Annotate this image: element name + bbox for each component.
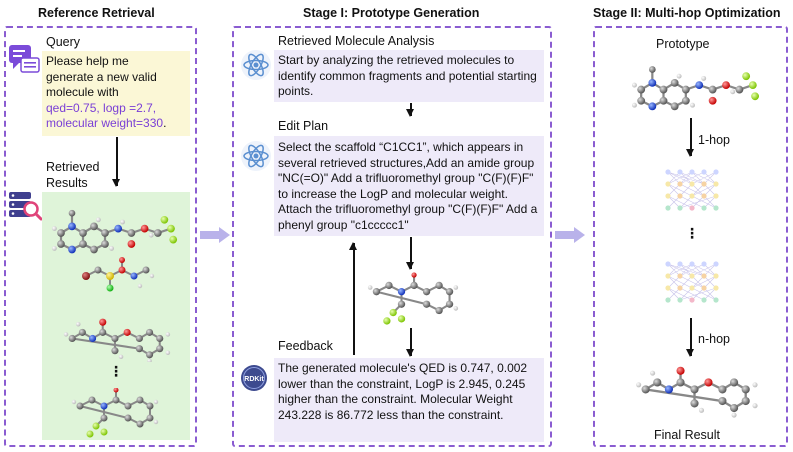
hop1-arrow [687,118,693,157]
query-line-3: molecule with [46,85,119,99]
stage1-title: Stage I: Prototype Generation [303,6,480,20]
retrieved-molecule-4 [70,388,160,438]
flow-arrow-1 [200,227,230,243]
chat-form-icon [9,45,40,73]
query-label: Query [46,35,81,49]
retrieved-molecule-3 [62,316,174,362]
analysis-text: Start by analyzing the retrieved molecul… [278,53,537,98]
rdkit-badge-icon: RDKit [241,365,267,391]
prototype-label: Prototype [656,37,710,51]
feedback-label: Feedback [278,339,333,353]
stage2-panel [593,26,788,447]
final-result-label: Final Result [654,428,720,442]
query-constraint-1: qed=0.75, logp =2.7, [46,100,157,115]
hop-more-dots: ⋮ [685,225,699,241]
query-line-2: generate a new valid [46,69,157,84]
network-graph-2 [662,258,722,308]
hopn-arrow [687,318,693,357]
query-line-1: Please help me [46,54,129,68]
database-search-icon [9,192,42,221]
retrieved-label-2: Results [46,176,88,190]
final-molecule [634,362,762,418]
analysis-to-plan-arrow [407,103,413,117]
query-constraint-2: molecular weight=330 [46,116,164,130]
molecule-to-feedback-arrow [407,328,413,357]
atom-icon [240,49,272,81]
query-box: Please help me generate a new valid mole… [42,51,190,136]
plan-to-molecule-arrow [407,237,413,270]
retrieved-results-box: ⋮ [42,192,190,440]
retrieved-label-1: Retrieved [46,160,100,174]
analysis-box: Start by analyzing the retrieved molecul… [274,50,544,102]
generated-molecule [366,270,460,328]
hopn-label: n-hop [698,332,730,346]
flow-arrow-2 [555,227,585,243]
retrieved-more-dots: ⋮ [109,363,123,379]
retrieved-molecule-1 [50,200,182,255]
stage1-panel [232,26,552,447]
reference-retrieval-title: Reference Retrieval [38,6,155,20]
query-to-results-arrow [113,137,119,187]
hop1-label: 1-hop [698,133,730,147]
retrieved-molecule-2 [76,256,156,296]
prototype-molecule [630,54,764,114]
rdkit-badge-text: RDKit [244,376,264,383]
edit-plan-box: Select the scaffold “C1CC1”, which appea… [274,136,544,236]
reference-retrieval-panel [4,26,197,447]
query-end: . [163,116,167,130]
feedback-text: The generated molecule's QED is 0.747, 0… [278,361,528,422]
atom-icon [240,140,272,172]
edit-plan-text: Select the scaffold “C1CC1”, which appea… [278,140,538,232]
feedback-loop-arrow [350,242,356,355]
network-graph-1 [662,166,722,216]
feedback-box: The generated molecule's QED is 0.747, 0… [274,358,544,442]
stage2-title: Stage II: Multi-hop Optimization [593,6,781,20]
analysis-label: Retrieved Molecule Analysis [278,34,435,48]
edit-plan-label: Edit Plan [278,119,329,133]
